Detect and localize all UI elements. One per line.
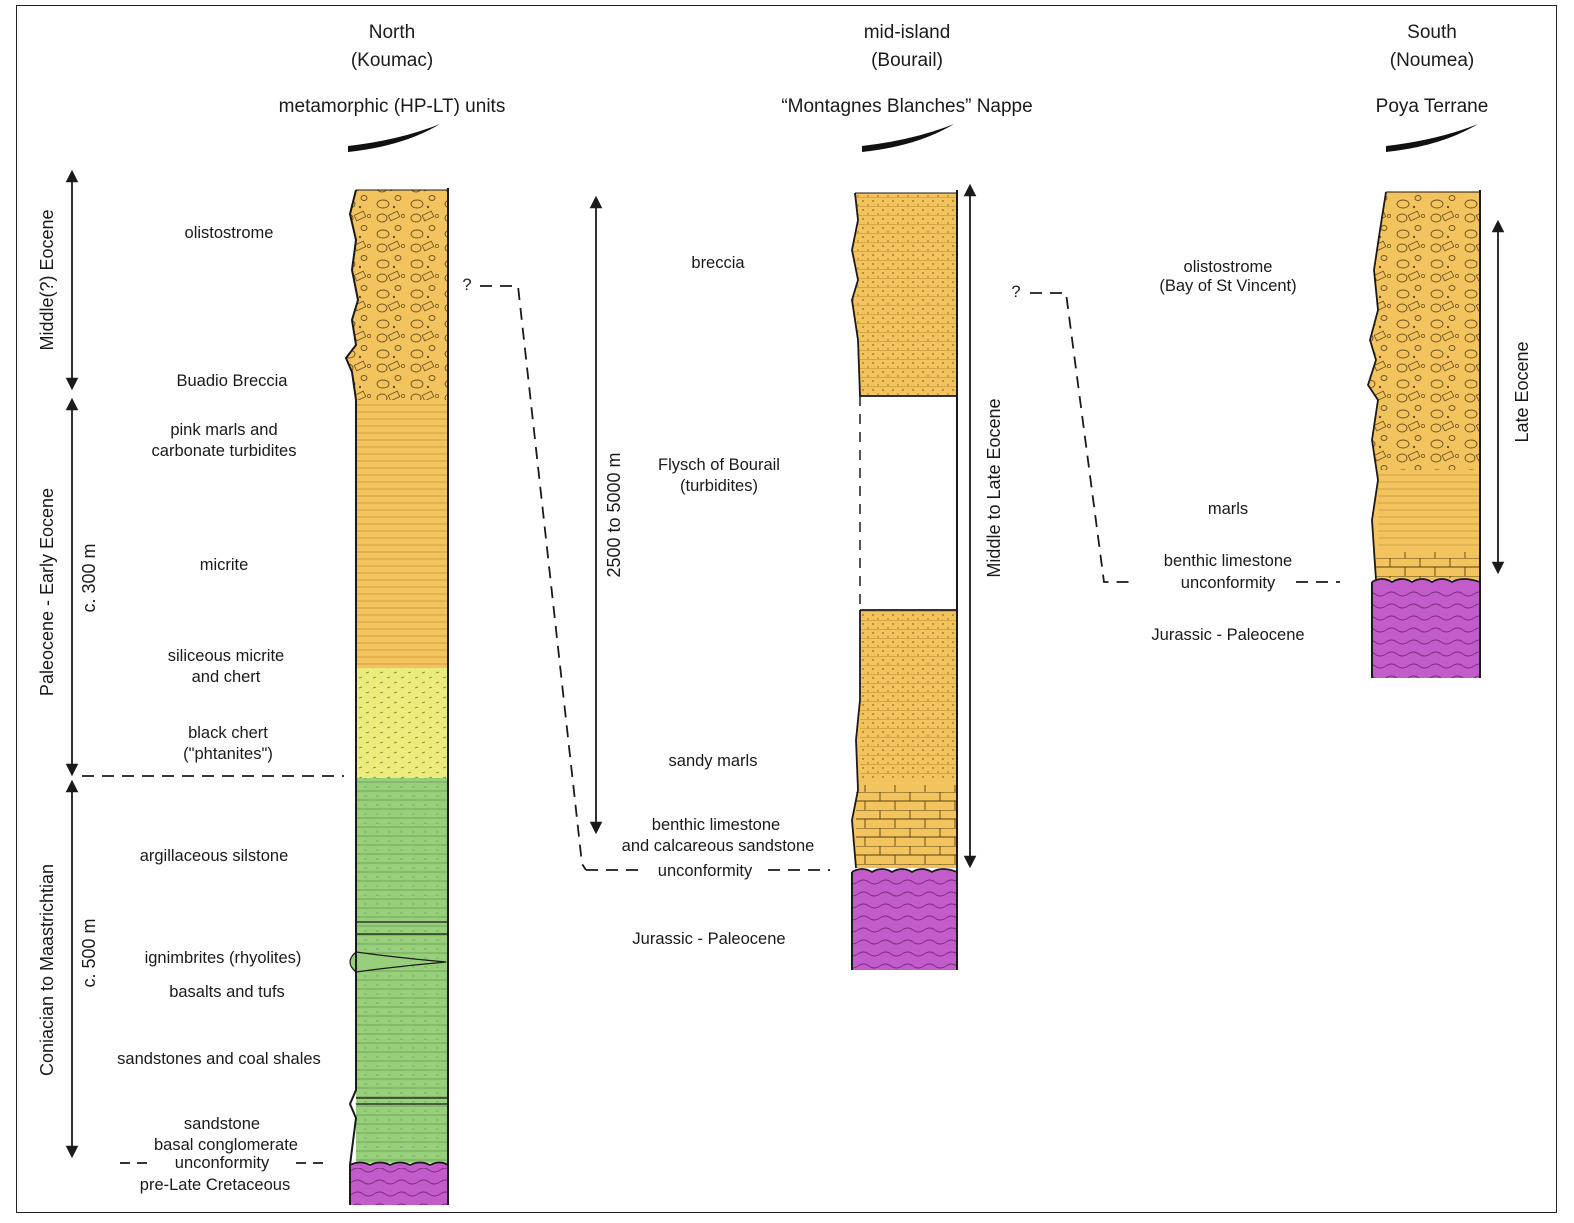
north-label-siliceous-2: and chert: [192, 668, 261, 686]
south-age: Late Eocene: [1512, 341, 1532, 442]
mid-name: mid-island: [864, 22, 951, 43]
north-label-olistostrome: olistostrome: [185, 224, 274, 242]
south-column: [1367, 190, 1481, 678]
mid-label-jurassic: Jurassic - Paleocene: [632, 930, 785, 948]
figure-frame: [16, 5, 1557, 1213]
north-label-siliceous-1: siliceous micrite: [168, 647, 284, 665]
north-to-mid-dashed: [480, 285, 587, 871]
north-unit: metamorphic (HP-LT) units: [279, 96, 506, 117]
north-label-pre: pre-Late Cretaceous: [140, 1176, 290, 1194]
mid-label-flysch-1: Flysch of Bourail: [658, 456, 780, 474]
mid-layer-labels: ? breccia Flysch of Bourail (turbidites)…: [462, 254, 814, 948]
north-label-pink-2: carbonate turbidites: [152, 442, 297, 460]
south-locality: (Noumea): [1390, 50, 1474, 71]
mid-unit: “Montagnes Blanches” Nappe: [781, 96, 1032, 117]
north-label-black-1: black chert: [188, 724, 268, 742]
north-label-buadio: Buadio Breccia: [177, 372, 289, 390]
north-label-argillaceous: argillaceous silstone: [140, 847, 289, 865]
north-locality: (Koumac): [351, 50, 433, 71]
mid-label-sandy: sandy marls: [669, 752, 758, 770]
south-question-mark: ?: [1011, 283, 1020, 301]
south-label-unconformity: unconformity: [1181, 574, 1276, 592]
north-label-basal: basal conglomerate: [154, 1136, 298, 1154]
mid-age: Middle to Late Eocene: [984, 398, 1004, 577]
mid-question-mark: ?: [462, 276, 471, 294]
mid-column: [851, 190, 958, 970]
south-label-jurassic: Jurassic - Paleocene: [1151, 626, 1304, 644]
north-paleocene-age: Paleocene - Early Eocene: [37, 488, 57, 696]
mid-label-flysch-2: (turbidites): [680, 477, 758, 495]
mid-to-south-dashed: [1030, 292, 1130, 583]
north-thrust-icon: [348, 124, 440, 152]
south-label-marls: marls: [1208, 500, 1248, 518]
north-label-sandstones-coal: sandstones and coal shales: [117, 1050, 321, 1068]
north-paleocene-thickness: c. 300 m: [79, 543, 99, 612]
north-label-ignimbrites: ignimbrites (rhyolites): [145, 949, 302, 967]
north-label-unconformity: unconformity: [175, 1154, 270, 1172]
north-column: [344, 188, 449, 1205]
mid-label-unconformity: unconformity: [658, 862, 753, 880]
mid-thrust-icon: [862, 124, 954, 152]
north-label-basalts: basalts and tufs: [169, 983, 285, 1001]
north-cretaceous-thickness: c. 500 m: [79, 918, 99, 987]
mid-thickness: 2500 to 5000 m: [604, 452, 624, 577]
mid-label-benthic-2: and calcareous sandstone: [622, 837, 815, 855]
south-label-olisto-1: olistostrome: [1184, 258, 1273, 276]
north-label-micrite: micrite: [200, 556, 249, 574]
south-layer-labels: ? olistostrome (Bay of St Vincent) marls…: [1011, 258, 1304, 644]
mid-label-benthic-1: benthic limestone: [652, 816, 780, 834]
south-unit: Poya Terrane: [1376, 96, 1489, 117]
north-name: North: [369, 22, 415, 43]
north-cretaceous-age: Coniacian to Maastrichtian: [37, 864, 57, 1076]
north-label-pink-1: pink marls and: [170, 421, 277, 439]
north-label-black-2: ("phtanites"): [183, 745, 273, 763]
south-thrust-icon: [1386, 124, 1478, 152]
south-name: South: [1407, 22, 1457, 43]
mid-label-breccia: breccia: [691, 254, 745, 272]
south-label-benthic: benthic limestone: [1164, 552, 1292, 570]
mid-locality: (Bourail): [871, 50, 943, 71]
north-layer-labels: olistostrome Buadio Breccia pink marls a…: [117, 224, 321, 1194]
north-label-sandstone: sandstone: [184, 1115, 260, 1133]
south-label-olisto-2: (Bay of St Vincent): [1159, 277, 1296, 295]
north-eocene-age: Middle(?) Eocene: [37, 209, 57, 350]
